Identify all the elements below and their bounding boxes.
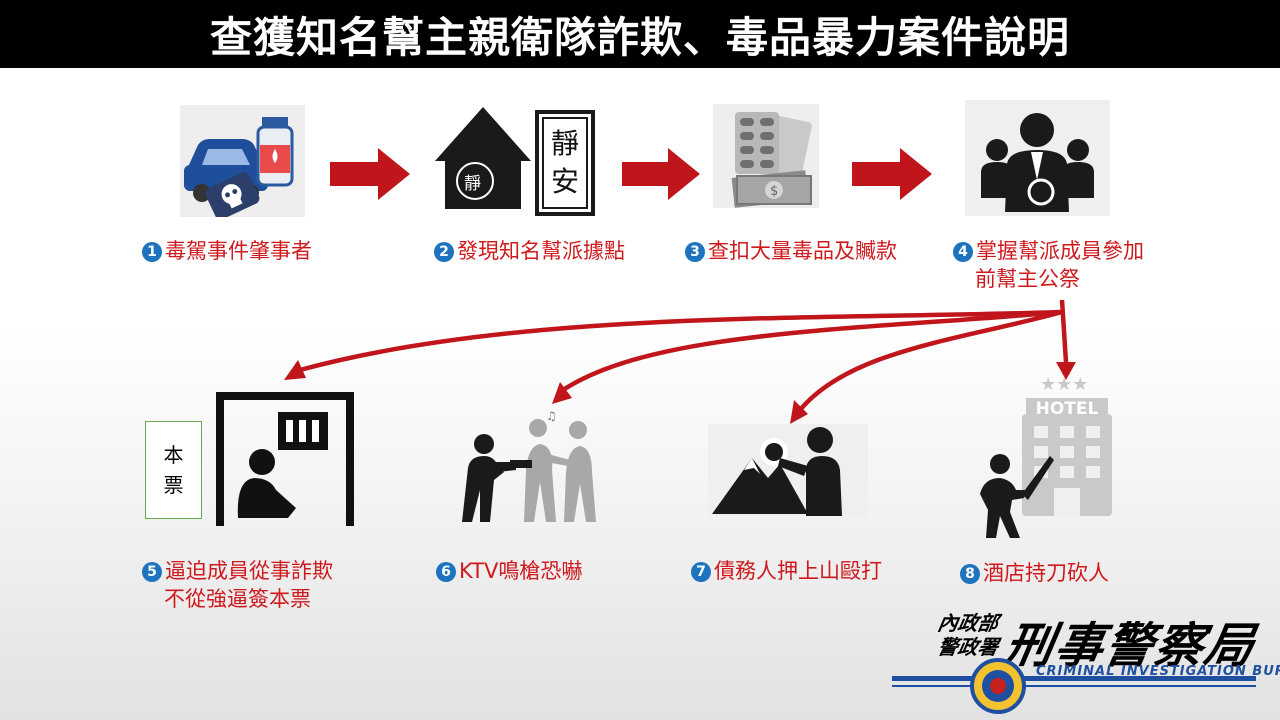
step-text: 掌握幫派成員參加 (976, 239, 1144, 263)
hotel-sign: HOTEL (1026, 398, 1108, 420)
gun-threat-icon: ♫ (440, 410, 600, 525)
logo-dept-line1: 內政部 (935, 611, 1001, 635)
arrow-right-icon (622, 148, 700, 200)
hotel-building-icon: ★★★ HOTEL (1008, 376, 1126, 516)
step-number-badge: 5 (142, 562, 162, 582)
gang-house-icon: 靜 (433, 105, 533, 209)
svg-text:$: $ (770, 184, 778, 199)
car-drug-icon (180, 105, 305, 217)
arrow-right-icon (852, 148, 932, 200)
pills-money-icon: $ (713, 104, 819, 208)
step-number-badge: 6 (436, 562, 456, 582)
logo-emblem-icon (892, 658, 1256, 714)
ticket-char-2: 票 (163, 473, 184, 497)
step-text: 酒店持刀砍人 (983, 561, 1109, 585)
step-text: 查扣大量毒品及贓款 (708, 239, 897, 263)
step-number-badge: 3 (685, 242, 705, 262)
title-bar: 查獲知名幫主親衛隊詐欺、毒品暴力案件說明 (0, 0, 1280, 68)
step-number-badge: 1 (142, 242, 162, 262)
promissory-note-icon: 本 票 (145, 421, 202, 519)
emblem-char: 靜 (464, 174, 481, 194)
svg-text:★★★: ★★★ (1040, 376, 1088, 395)
shop-sign-icon: 靜 安 (535, 110, 595, 216)
step-number-badge: 8 (960, 564, 980, 584)
step-text: KTV鳴槍恐嚇 (459, 559, 583, 583)
arrow-right-icon (330, 148, 410, 200)
step-number-badge: 7 (691, 562, 711, 582)
sign-char-1: 靜 (550, 127, 579, 160)
step-number-badge: 4 (953, 242, 973, 262)
logo-dept-line2: 警政署 (935, 635, 1001, 659)
page-title: 查獲知名幫主親衛隊詐欺、毒品暴力案件說明 (209, 12, 1070, 62)
gang-boss-icon (965, 100, 1110, 216)
logo-english-text: CRIMINAL INVESTIGATION BUREAU (1036, 664, 1280, 679)
step-text: 債務人押上山毆打 (714, 559, 882, 583)
knife-attacker-icon (962, 450, 1060, 540)
sign-char-2: 安 (550, 165, 579, 198)
mountain-assault-icon (708, 424, 868, 516)
jail-person-icon (214, 390, 356, 526)
ticket-char-1: 本 (163, 443, 184, 467)
step-text: 逼迫成員從事詐欺 (165, 559, 333, 583)
step-text: 毒駕事件肇事者 (165, 239, 312, 263)
cib-logo: 內政部 警政署 刑事警察局 CRIMINAL INVESTIGATION BUR… (888, 606, 1280, 716)
step-text: 發現知名幫派據點 (457, 239, 625, 263)
step-text-line2: 不從強逼簽本票 (164, 587, 311, 611)
svg-text:♫: ♫ (546, 410, 557, 423)
step-number-badge: 2 (434, 242, 454, 262)
step-text-line2: 前幫主公祭 (975, 267, 1080, 291)
